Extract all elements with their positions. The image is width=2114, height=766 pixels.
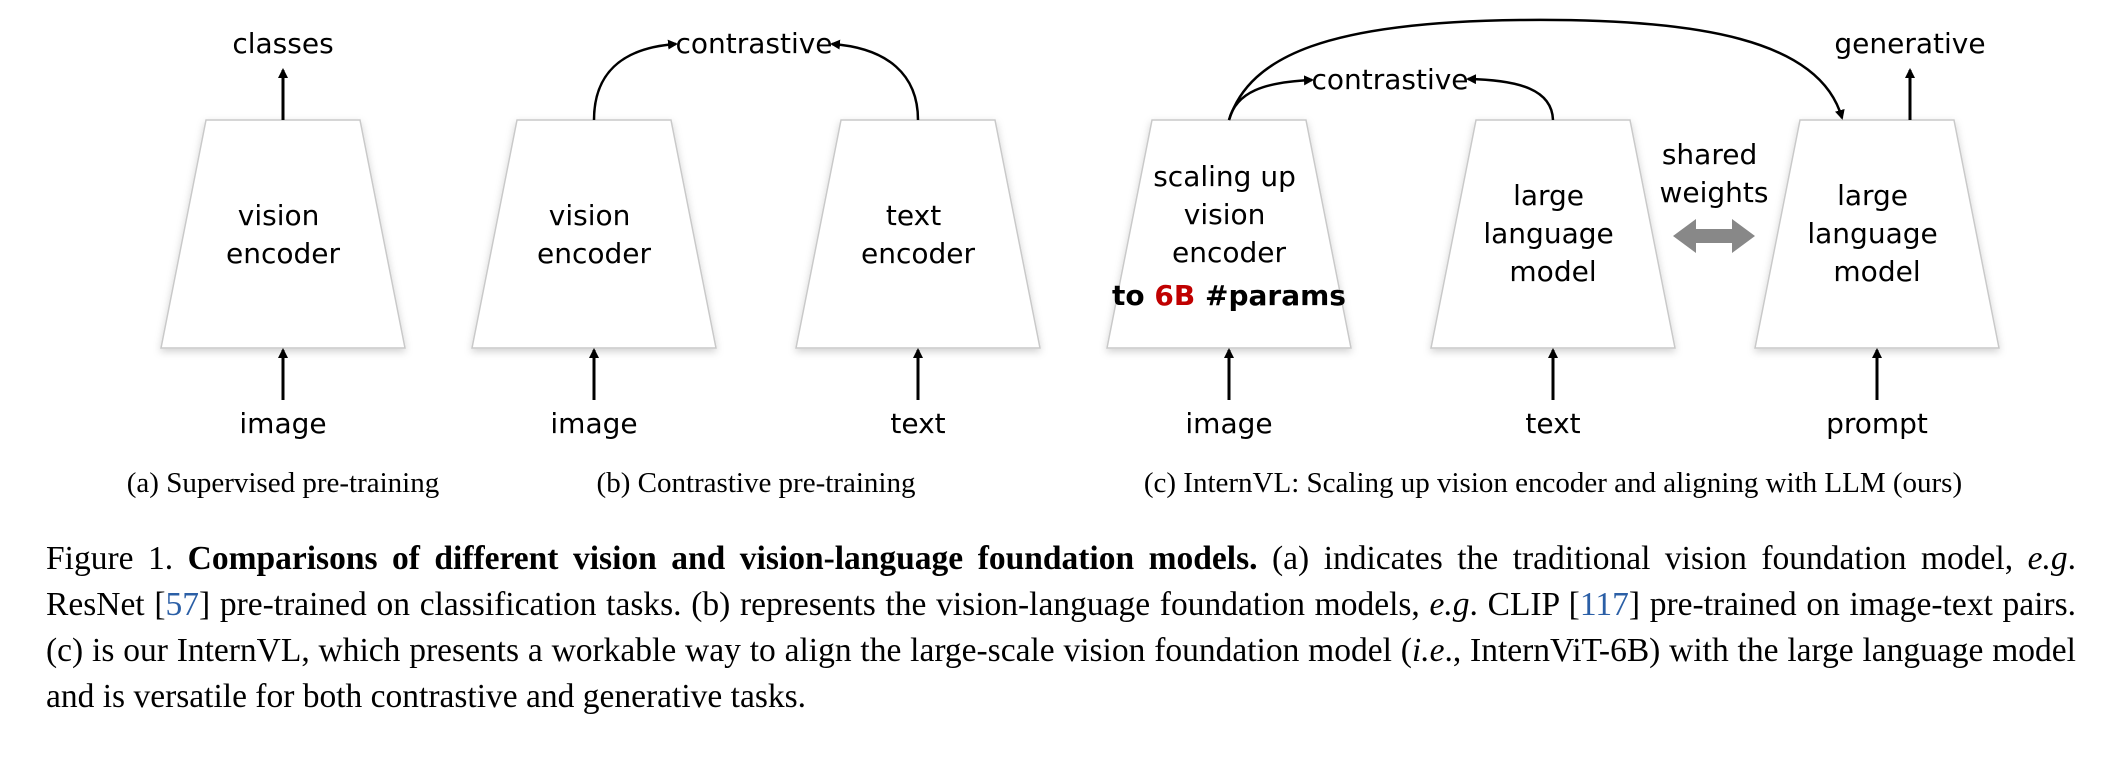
text-encoder-label-b: text encoder [861, 199, 975, 270]
scaled-vision-encoder-label-c: scaling up vision encoder [1153, 160, 1305, 269]
shared-weights-double-arrow [1673, 219, 1755, 253]
shared-weights-label: shared weights [1660, 138, 1769, 209]
llm-block-right-c [1754, 119, 2000, 349]
text-encoder-block-b [795, 119, 1041, 349]
contrastive-arrow-left-b [592, 39, 678, 121]
image-input-label-c: image [1185, 407, 1272, 440]
caption-title: Comparisons of different vision and visi… [187, 540, 1258, 577]
citation-link[interactable]: 117 [1579, 586, 1629, 623]
text-input-label-c: text [1525, 407, 1580, 440]
param-count-highlight: 6B [1154, 279, 1195, 312]
llm-label-left-c: large language model [1483, 179, 1622, 288]
figure-label: Figure 1. [46, 540, 174, 577]
generative-label-c: generative [1834, 27, 1985, 60]
scaled-vision-encoder-block-c [1106, 119, 1352, 349]
figure-caption: Figure 1. Comparisons of different visio… [46, 540, 2076, 715]
subtitle-b: (b) Contrastive pre-training [597, 467, 916, 499]
param-scale-label-c: to 6B #params [1112, 279, 1346, 312]
image-input-label-b: image [550, 407, 637, 440]
contrastive-arrow-left-c [1227, 75, 1314, 121]
llm-block-left-c [1430, 119, 1676, 349]
subtitle-c: (c) InternVL: Scaling up vision encoder … [1144, 467, 1962, 499]
panel-c: scaling up vision encoder to 6B #params … [1106, 18, 2000, 499]
llm-label-right-c: large language model [1807, 179, 1946, 288]
vision-encoder-block-a [160, 119, 406, 349]
contrastive-label-c: contrastive [1311, 63, 1468, 96]
figure-diagram: vision encoder image classes (a) Supervi… [127, 18, 2000, 499]
subtitle-a: (a) Supervised pre-training [127, 467, 439, 499]
output-label-a: classes [232, 27, 333, 60]
prompt-input-label-c: prompt [1826, 407, 1928, 440]
contrastive-arrow-right-c [1466, 74, 1555, 121]
panel-b: vision encoder text encoder image text c… [471, 27, 1041, 499]
contrastive-label-b: contrastive [675, 27, 832, 60]
input-label-a: image [239, 407, 326, 440]
panel-a: vision encoder image classes (a) Supervi… [127, 27, 439, 499]
text-input-label-b: text [890, 407, 945, 440]
vision-encoder-label-b: vision encoder [537, 199, 651, 270]
vision-encoder-label-a: vision encoder [226, 199, 340, 270]
vision-to-llm-arrow-c [1227, 18, 1845, 121]
contrastive-arrow-right-b [830, 39, 920, 121]
vision-encoder-block-b [471, 119, 717, 349]
citation-link[interactable]: 57 [165, 586, 199, 623]
